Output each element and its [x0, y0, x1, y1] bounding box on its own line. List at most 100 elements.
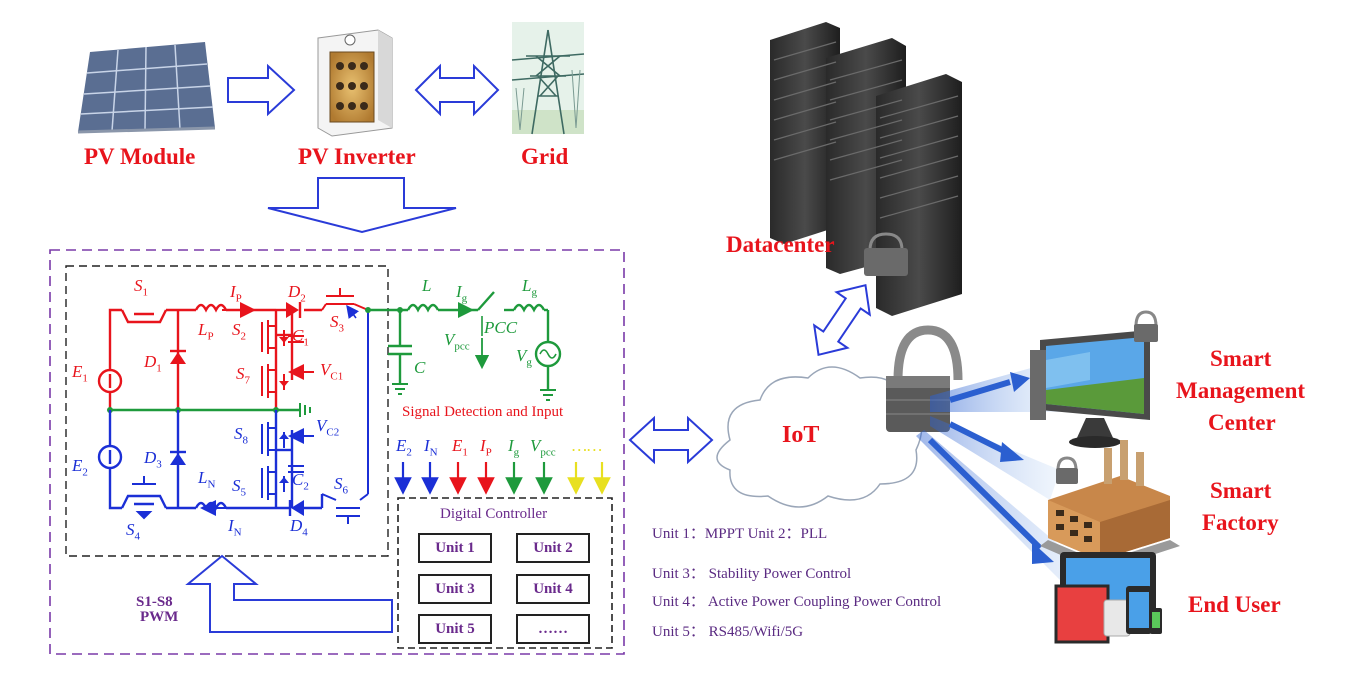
label-d2: D2	[288, 282, 306, 305]
switch-s4-symbol	[132, 476, 156, 520]
diode-d2-symbol	[286, 302, 299, 318]
label-c1: C1	[292, 326, 309, 349]
beam-to-factory	[930, 416, 1060, 500]
signal-label-7: ……	[572, 436, 602, 456]
signal-subscript: 1	[462, 446, 468, 459]
label-e1: E1	[72, 362, 88, 385]
label-vpcc: Vpcc	[444, 330, 470, 353]
arrow-module-to-inverter	[227, 63, 296, 117]
arrow-inverter-grid	[414, 63, 500, 117]
signal-subscript: 2	[406, 446, 412, 459]
diode-d4-symbol	[291, 500, 304, 516]
label-ip: IP	[230, 282, 242, 305]
signal-detection-title: Signal Detection and Input	[402, 404, 564, 420]
label-lg: Lg	[522, 276, 537, 299]
label-lp: LP	[198, 320, 214, 343]
label-pcc: PCC	[484, 318, 518, 337]
signal-label-3: E1	[452, 436, 468, 458]
unit-description-4: Unit 5： RS485/Wifi/5G	[652, 624, 804, 640]
unit-more-box: ……	[516, 614, 590, 644]
factory-icon	[1040, 440, 1180, 572]
power-stage-box	[65, 265, 389, 557]
signal-symbol: E	[396, 436, 407, 455]
label-ln: LN	[198, 468, 216, 491]
grid-label: Grid	[521, 144, 569, 169]
label-s1: S1	[134, 276, 148, 299]
signal-symbol: E	[452, 436, 463, 455]
ground-symbols	[392, 383, 556, 401]
signal-label-6: Vpcc	[530, 436, 556, 458]
signal-label-1: E2	[396, 436, 412, 458]
pv-inverter-label: PV Inverter	[298, 144, 416, 169]
monitor-icon	[1030, 310, 1158, 448]
grid-tower-icon	[511, 22, 585, 135]
signal-subscript: N	[429, 446, 438, 459]
unit-3-box: Unit 3	[418, 574, 492, 604]
label-d3: D3	[144, 448, 162, 471]
arrow-circuit-iot	[628, 415, 714, 465]
signal-arrows	[394, 462, 611, 495]
pv-module-icon	[77, 42, 216, 134]
switch-s2-s7-symbol	[261, 320, 285, 398]
label-s3: S3	[330, 312, 344, 335]
ground-symbol-mid	[299, 403, 311, 417]
label-vc2: VC2	[316, 416, 340, 439]
iot-label: IoT	[782, 422, 820, 448]
signal-subscript: g	[513, 446, 520, 459]
signal-subscript: P	[485, 446, 492, 459]
label-s8: S8	[234, 424, 248, 447]
datacenter-label: Datacenter	[726, 232, 835, 257]
security-padlock-icon	[886, 325, 963, 432]
signal-subscript: pcc	[540, 446, 556, 459]
label-l: L	[422, 276, 432, 295]
unit-5-box: Unit 5	[418, 614, 492, 644]
label-e2: E2	[72, 456, 88, 479]
signal-symbol: V	[530, 436, 541, 455]
signal-label-5: Ig	[508, 436, 519, 458]
positive-rail-circuit	[108, 303, 322, 410]
switch-s6-symbol	[321, 310, 369, 524]
smart-management-label-3: Center	[1208, 410, 1276, 435]
signal-symbol: I	[424, 436, 430, 455]
smart-management-label-2: Management	[1176, 378, 1306, 403]
unit-description-2: Unit 3： Stability Power Control	[652, 566, 852, 582]
signal-label-2: IN	[424, 436, 438, 458]
pwm-label-1: S1-S8	[136, 594, 173, 610]
label-c: C	[414, 358, 426, 377]
pv-module-label: PV Module	[84, 144, 196, 169]
end-user-devices-icon	[1054, 552, 1162, 644]
smart-management-label-1: Smart	[1210, 346, 1272, 371]
unit-4-box: Unit 4	[516, 574, 590, 604]
label-c2: C2	[292, 470, 309, 493]
iot-cloud-icon	[716, 366, 923, 508]
unit-description-3: Unit 4： Active Power Coupling Power Cont…	[652, 594, 942, 610]
arrow-datacenter-iot	[812, 283, 872, 357]
switch-s8-s5-symbol	[261, 422, 285, 500]
label-s2: S2	[232, 320, 246, 343]
unit-1-box: Unit 1	[418, 533, 492, 563]
digital-controller-title: Digital Controller	[440, 506, 548, 522]
label-vc1: VC1	[320, 360, 344, 383]
pwm-feedback-arrow	[185, 554, 393, 633]
end-user-label: End User	[1188, 592, 1281, 617]
digital-controller-box	[397, 497, 613, 649]
unit-2-box: Unit 2	[516, 533, 590, 563]
switch-s3-symbol	[321, 288, 369, 311]
signal-symbol: ……	[572, 436, 603, 455]
smart-factory-label-1: Smart	[1210, 478, 1272, 503]
label-vg: Vg	[516, 346, 532, 369]
label-s6: S6	[334, 474, 348, 497]
label-d1: D1	[144, 352, 162, 375]
diode-d1-symbol	[170, 352, 186, 364]
system-boundary-box	[49, 249, 625, 655]
smart-factory-label-2: Factory	[1202, 510, 1279, 535]
label-s5: S5	[232, 476, 246, 499]
datacenter-servers-icon	[770, 22, 962, 316]
arrow-inverter-to-circuit	[267, 177, 457, 234]
unit-description-1: Unit 1：MPPT Unit 2：PLL	[652, 526, 828, 542]
pwm-label-2: PWM	[140, 609, 179, 625]
diode-d3-symbol	[170, 453, 186, 465]
negative-rail-circuit	[108, 410, 324, 511]
